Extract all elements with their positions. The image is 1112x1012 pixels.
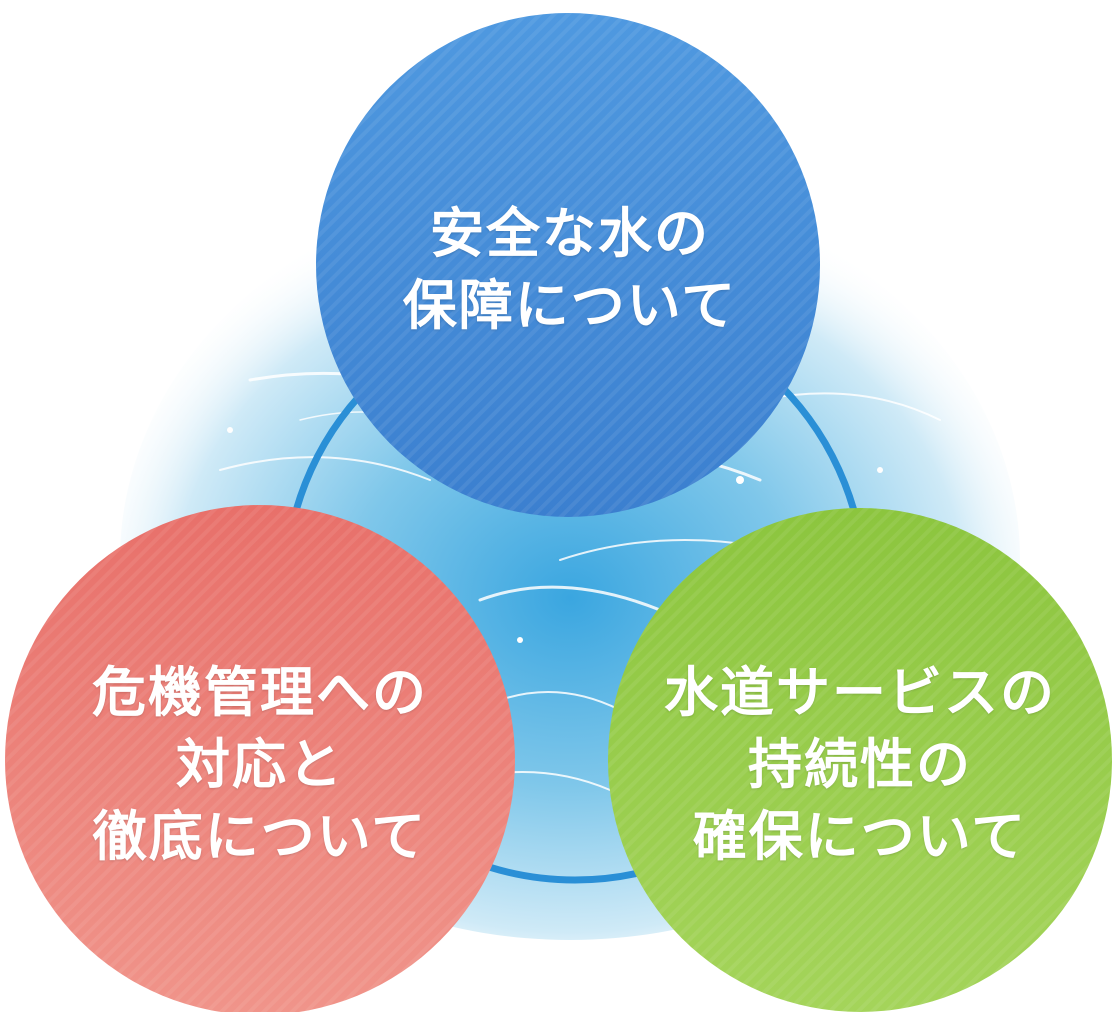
node-label-top: 安全な水の 保障について: [330, 180, 810, 360]
node-label-top-line: 保障について: [402, 274, 738, 337]
node-label-top-line: 安全な水の: [430, 202, 710, 265]
node-circle-top-texture: [316, 13, 820, 517]
node-label-right-line: 水道サービスの: [664, 661, 1056, 724]
node-label-left-line: 危機管理への: [92, 661, 428, 724]
node-label-left-line: 対応と: [176, 733, 344, 796]
node-circle-left-texture: [5, 505, 515, 1012]
node-label-right-line: 確保について: [692, 805, 1028, 868]
node-label-right-line: 持続性の: [748, 733, 972, 796]
node-circle-right-texture: [608, 508, 1112, 1012]
node-label-left-line: 徹底について: [92, 805, 428, 868]
node-label-left: 危機管理への 対応と 徹底について: [20, 640, 500, 890]
node-label-right: 水道サービスの 持続性の 確保について: [620, 640, 1100, 890]
sparkle-stars: [227, 427, 883, 643]
